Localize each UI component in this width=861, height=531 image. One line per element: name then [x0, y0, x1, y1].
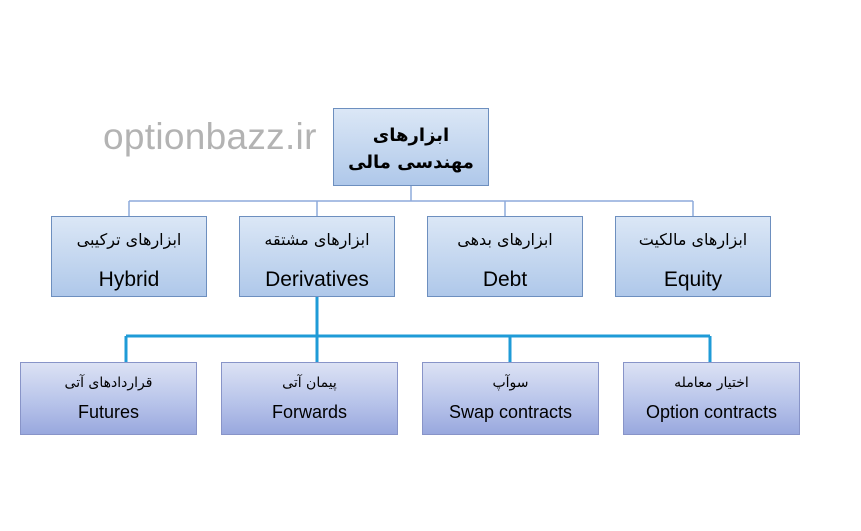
derivative-node-fa-label: قراردادهای آتی — [64, 375, 153, 391]
category-node-equity: ابزارهای مالکیت Equity — [615, 216, 771, 297]
category-node-hybrid: ابزارهای ترکیبی Hybrid — [51, 216, 207, 297]
derivative-node-fa-label: پیمان آتی — [282, 375, 337, 391]
category-node-derivatives: ابزارهای مشتقه Derivatives — [239, 216, 395, 297]
derivative-node-en-label: Futures — [77, 402, 140, 422]
category-node-en-label: Equity — [663, 268, 723, 291]
root-node-financial-engineering-tools: ابزارهای مهندسی مالی — [333, 108, 489, 186]
derivative-node-fa-label: سوآپ — [492, 375, 529, 391]
derivative-node-option-contracts: اختیار معامله Option contracts — [623, 362, 800, 435]
level1-connectors — [128, 186, 694, 216]
category-node-fa-label: ابزارهای ترکیبی — [76, 230, 182, 249]
derivative-node-forwards: پیمان آتی Forwards — [221, 362, 398, 435]
derivative-node-fa-label: اختیار معامله — [674, 375, 749, 391]
derivative-node-en-label: Forwards — [271, 402, 347, 422]
category-node-fa-label: ابزارهای بدهی — [457, 230, 553, 249]
category-node-en-label: Debt — [482, 268, 528, 291]
category-node-en-label: Derivatives — [265, 268, 369, 291]
root-node-label-line2: مهندسی مالی — [348, 152, 474, 173]
category-node-fa-label: ابزارهای مالکیت — [638, 230, 748, 249]
derivative-node-en-label: Swap contracts — [448, 402, 573, 422]
watermark-text: optionbazz.ir — [103, 116, 317, 157]
category-node-debt: ابزارهای بدهی Debt — [427, 216, 583, 297]
root-node-label-line1: ابزارهای — [372, 125, 450, 146]
category-node-en-label: Hybrid — [98, 268, 160, 291]
level2-connectors — [124, 297, 712, 362]
category-node-fa-label: ابزارهای مشتقه — [264, 230, 370, 249]
derivative-node-swap-contracts: سوآپ Swap contracts — [422, 362, 599, 435]
derivative-node-en-label: Option contracts — [645, 402, 778, 422]
derivative-node-futures: قراردادهای آتی Futures — [20, 362, 197, 435]
